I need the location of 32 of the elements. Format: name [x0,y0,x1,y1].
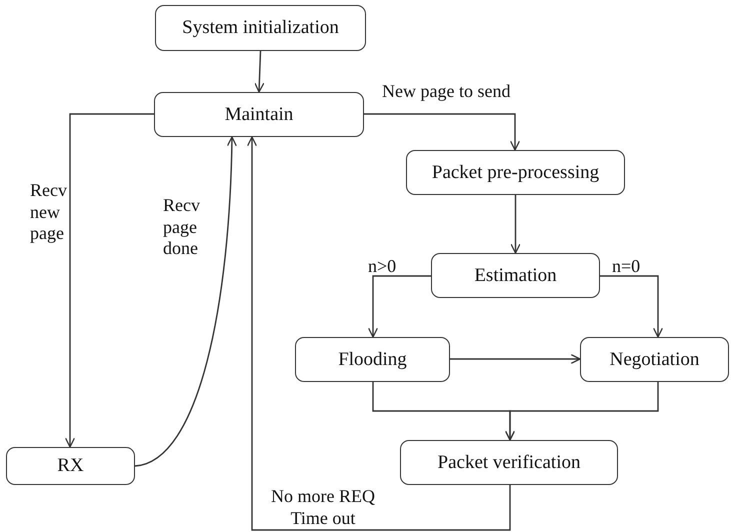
edge-label: Recv new page [30,180,68,245]
state-label: Packet pre-processing [432,162,600,184]
state-label: Flooding [338,348,407,370]
state-label: System initialization [182,17,339,39]
edge-label: New page to send [382,81,510,103]
arrow [246,136,511,531]
state-box [6,447,135,485]
arrow [364,113,520,151]
arrow [368,275,431,338]
state-box [431,253,600,298]
state-box [580,337,729,382]
state-box [406,150,625,195]
arrow [450,354,581,364]
arrow [504,382,659,441]
edge-label: Recv page done [163,195,201,260]
arrow [510,195,521,254]
state-label: Packet verification [438,452,580,474]
state-label: Estimation [474,264,557,286]
state-label: RX [57,455,84,477]
arrow [64,113,154,448]
arrow [600,275,664,338]
arrow [254,50,264,93]
state-box [400,440,618,485]
state-box [155,5,366,51]
state-label: Negotiation [610,348,700,370]
state-box [154,92,364,137]
state-label: Maintain [224,104,294,126]
arrow [134,136,237,467]
edge-label: n=0 [612,256,640,278]
edge-label: No more REQ Time out [270,486,376,530]
state-box [295,337,450,382]
edge-label: n>0 [368,256,396,278]
